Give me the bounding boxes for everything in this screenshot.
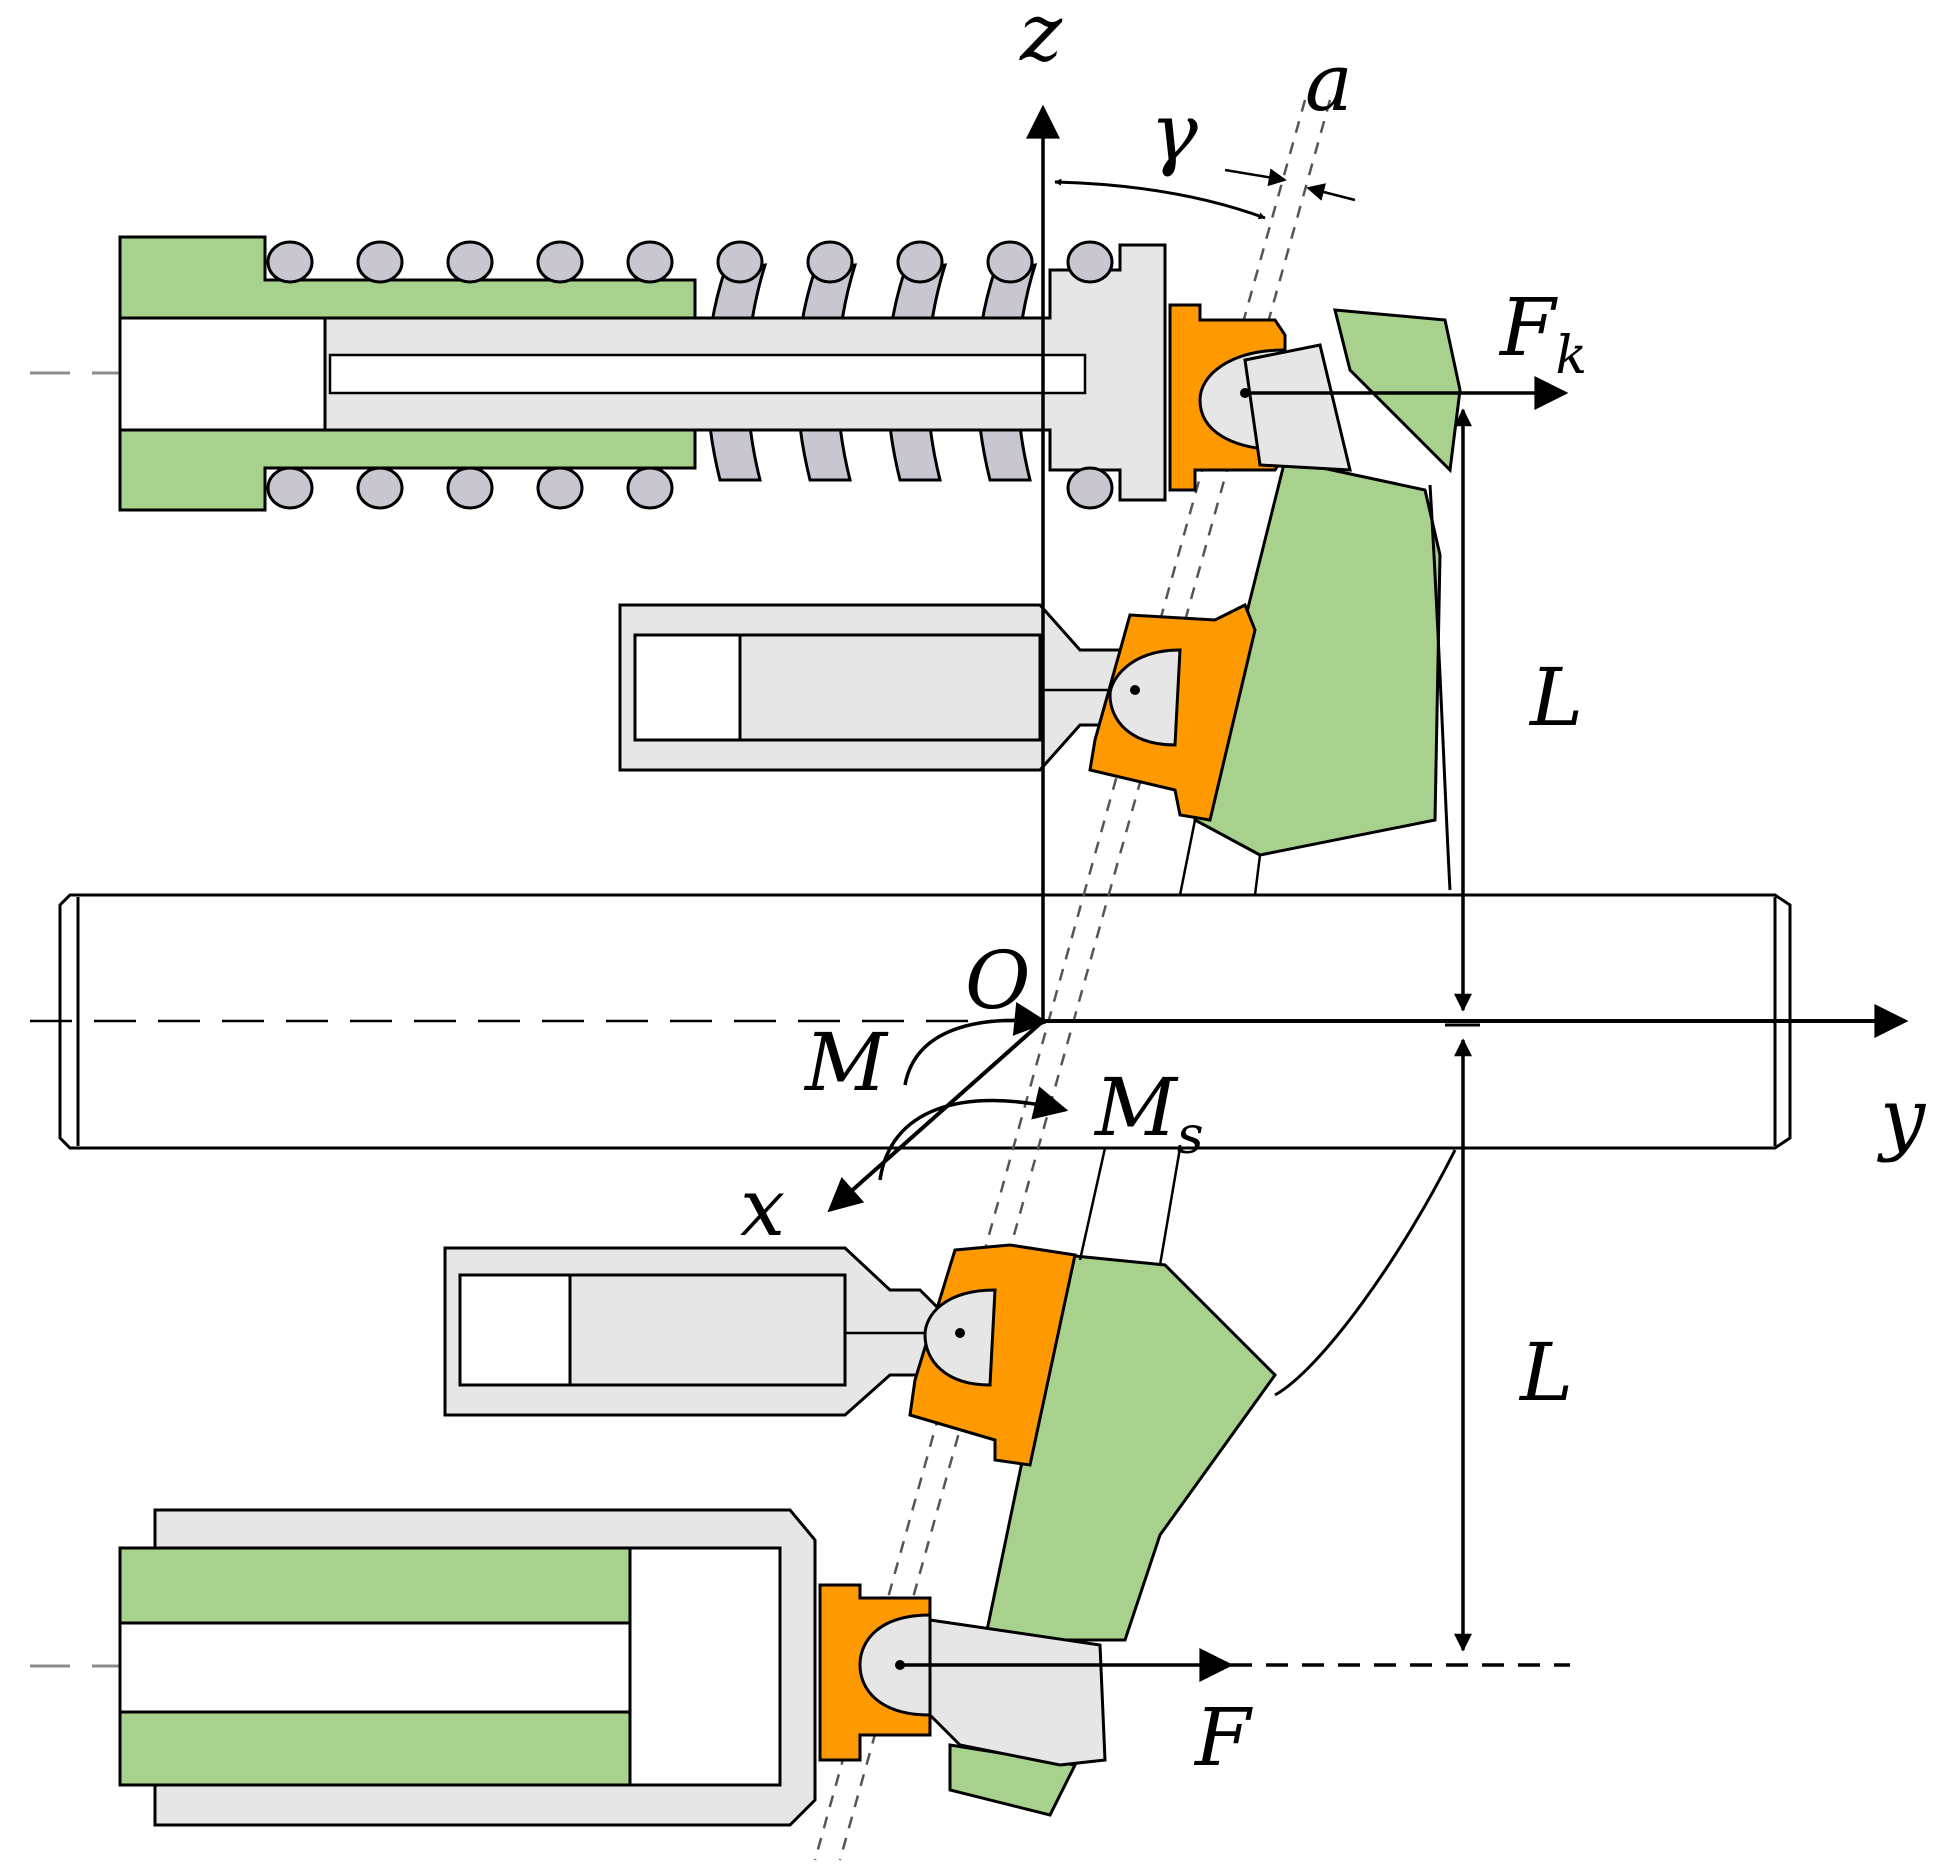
upper-middle-piston: [618, 602, 1257, 822]
ms-label: Ms: [1093, 1061, 1204, 1166]
lower-middle-piston: [443, 1243, 1077, 1467]
swashplate-upper: [1178, 308, 1462, 896]
gamma-label: γ: [1150, 86, 1198, 179]
bottom-piston-assembly: [118, 1508, 1107, 1827]
l-bottom-label: L: [1518, 1326, 1573, 1419]
moment-m-arc: [903, 1002, 1049, 1086]
origin-label: O: [965, 934, 1031, 1027]
a-label: a: [1305, 36, 1353, 129]
y-axis-label: y: [1877, 1071, 1927, 1164]
m-label: M: [803, 1016, 889, 1109]
swashplate-axis-a: [813, 99, 1332, 1861]
z-axis-label: z: [1019, 0, 1063, 79]
spring-coils-front: [266, 240, 1114, 510]
l-top-label: L: [1528, 651, 1583, 744]
f-label: F: [1193, 1691, 1253, 1784]
gamma-arc: [1054, 178, 1266, 220]
a-dimension-left: [1224, 168, 1287, 187]
moment-ms-arc: [878, 1086, 1069, 1181]
a-dimension-right: [1306, 183, 1356, 202]
x-axis-label: x: [740, 1161, 785, 1254]
top-piston-assembly: [118, 235, 1352, 512]
x-axis: [827, 1019, 1045, 1213]
fk-label: Fk: [1498, 281, 1587, 386]
